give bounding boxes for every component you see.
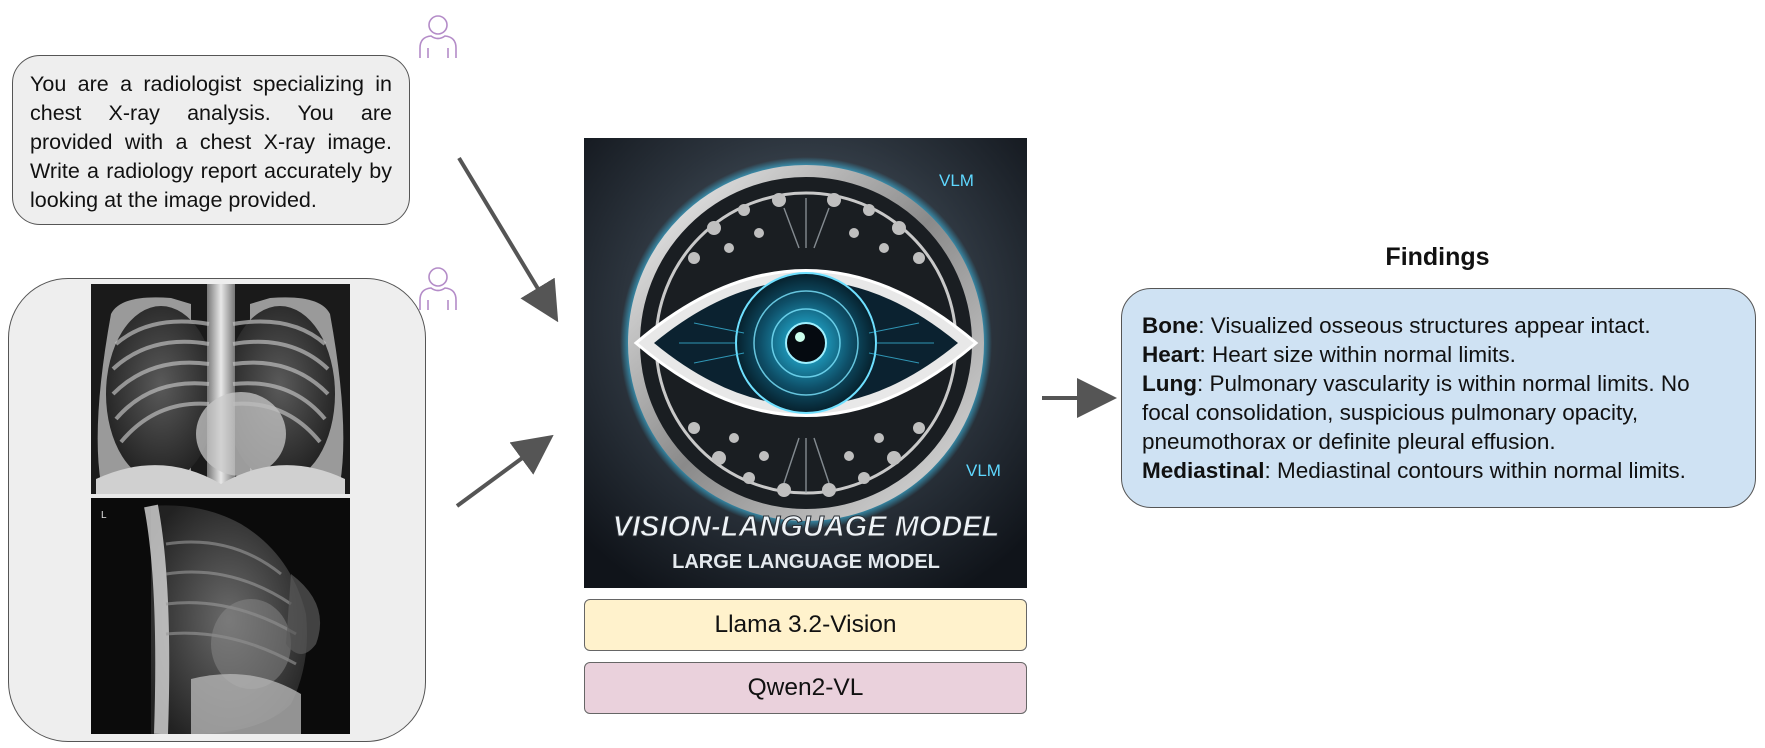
prompt-box: You are a radiologist specializing in ch… xyxy=(12,55,410,225)
finding-mediastinal: Mediastinal: Mediastinal contours within… xyxy=(1142,458,1686,483)
model-llama: Llama 3.2-Vision xyxy=(584,599,1027,651)
arrow-icon xyxy=(457,156,559,323)
arrow-icon xyxy=(455,434,554,508)
user-icon xyxy=(419,267,457,310)
vlm-illustration: VLM VLM VISION-LANGUAGE MODEL LARGE LANG… xyxy=(584,138,1027,588)
vlm-title: VISION-LANGUAGE MODEL xyxy=(613,511,1000,543)
finding-bone: Bone: Visualized osseous structures appe… xyxy=(1142,313,1651,338)
model-llama-label: Llama 3.2-Vision xyxy=(714,611,897,638)
vlm-badge-top: VLM xyxy=(939,171,974,190)
findings-box: Bone: Visualized osseous structures appe… xyxy=(1121,288,1756,508)
finding-lung: Lung: Pulmonary vascularity is within no… xyxy=(1142,371,1690,454)
model-qwen: Qwen2-VL xyxy=(584,662,1027,714)
finding-heart: Heart: Heart size within normal limits. xyxy=(1142,342,1516,367)
chest-xray-image: L xyxy=(91,284,350,734)
findings-title: Findings xyxy=(1385,243,1490,271)
lateral-marker: L xyxy=(101,510,107,521)
vlm-badge-bottom: VLM xyxy=(966,461,1001,480)
vlm-subtitle: LARGE LANGUAGE MODEL xyxy=(672,551,940,573)
model-qwen-label: Qwen2-VL xyxy=(747,674,864,701)
user-icon xyxy=(419,15,457,58)
prompt-text: You are a radiologist specializing in ch… xyxy=(30,72,392,212)
